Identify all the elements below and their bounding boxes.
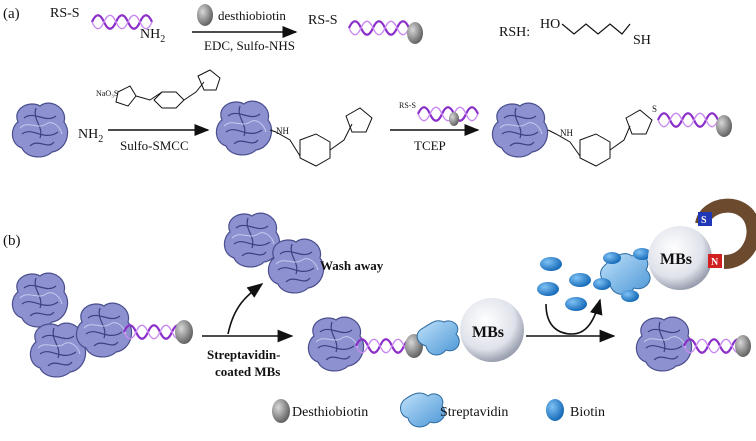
- protein-icon-3: [491, 102, 549, 158]
- nh-amide-label-2: NH: [560, 128, 573, 138]
- succinimide-3: [625, 109, 653, 135]
- legend-desthiobiotin-label: Desthiobiotin: [292, 405, 368, 420]
- amide-bond-3: [547, 129, 581, 157]
- arrow-biotin-in: [545, 298, 603, 335]
- smcc-cyclohexane: [153, 91, 185, 109]
- cyclohexane-3: [579, 133, 611, 167]
- streptavidin-captured-icon: [416, 320, 460, 356]
- dna-strand-4: [656, 112, 720, 128]
- rsh-ho-label: HO: [540, 17, 560, 32]
- biotin-free-3: [537, 282, 559, 296]
- magnet-s-label: S: [701, 215, 707, 226]
- protein-mix-1: [11, 272, 69, 328]
- protein-wash-1: [223, 212, 281, 268]
- legend-streptavidin-icon: [400, 392, 446, 428]
- biotin-bound-4: [621, 290, 639, 302]
- methylene-2: [329, 123, 353, 151]
- desthiobiotin-reagent-icon: [197, 4, 213, 26]
- magnet-icon: [695, 198, 756, 269]
- rs-s-label-1: RS-S: [50, 6, 80, 21]
- biotin-bound-2: [633, 248, 651, 260]
- rs-s-label-2: RS-S: [308, 13, 338, 28]
- biotin-bound-1: [603, 252, 621, 264]
- arrow1-top-label: desthiobiotin: [218, 8, 286, 23]
- rs-s-label-3: RS-S: [399, 101, 416, 110]
- smcc-maleimide: [197, 69, 221, 91]
- protein-wash-2: [267, 238, 325, 294]
- rsh-label: RSH:: [499, 25, 530, 40]
- biotin-free-2: [569, 273, 591, 287]
- naso3-label: NaO₃S: [96, 89, 118, 98]
- desthiobiotin-end-icon-2: [716, 115, 732, 137]
- dna-strand-3: [416, 106, 480, 122]
- dna-strand-2: [347, 20, 411, 36]
- nh2-label-1: NH2: [140, 27, 165, 45]
- legend-streptavidin-label: Streptavidin: [440, 405, 508, 420]
- magnetic-bead-1: [460, 298, 524, 362]
- arrow-wash: [227, 283, 264, 335]
- biotin-bound-3: [593, 278, 611, 290]
- protein-released: [635, 316, 693, 372]
- arrow2-bottom-label: Sulfo-SMCC: [120, 138, 189, 153]
- mbs-label-1: MBs: [472, 324, 504, 341]
- smcc-methylene: [183, 81, 205, 101]
- maleimide-2: [345, 107, 373, 133]
- arrow1-bottom-label: EDC, Sulfo-NHS: [204, 38, 295, 53]
- desthiobiotin-released-icon: [735, 335, 751, 357]
- smcc-succinimide-ring: [115, 85, 137, 107]
- magnetic-bead-2: [648, 226, 712, 290]
- desthiobiotin-small-icon: [449, 112, 459, 126]
- nh2-label-2: NH2: [78, 127, 103, 145]
- panel-b-label: (b): [3, 233, 21, 249]
- biotin-free-1: [540, 257, 562, 271]
- magnet-n-label: N: [711, 257, 719, 268]
- cyclohexane-2: [299, 133, 331, 167]
- smcc-ester-link: [135, 91, 163, 101]
- magnet-s-pole: [698, 212, 712, 226]
- amide-bond: [269, 129, 301, 157]
- legend-biotin-icon: [546, 399, 564, 421]
- arrow3-bottom-label: TCEP: [414, 138, 446, 153]
- biotin-free-4: [565, 297, 587, 311]
- wash-away-label: Wash away: [320, 258, 384, 273]
- panel-a-label: (a): [3, 6, 20, 22]
- protein-captured: [307, 316, 365, 372]
- legend-biotin-label: Biotin: [570, 405, 605, 420]
- s-link-label: S: [652, 104, 657, 114]
- rsh-chain: [561, 23, 631, 35]
- rsh-sh-label: SH: [633, 33, 651, 48]
- magnet-n-pole: [708, 254, 722, 268]
- strep-label-2: coated MBs: [215, 364, 280, 379]
- desthiobiotin-end-icon: [407, 22, 423, 44]
- desthiobiotin-mix-icon: [175, 320, 193, 344]
- strep-label-1: Streptavidin-: [207, 347, 280, 362]
- nh-amide-label: NH: [276, 126, 289, 136]
- methylene-3: [609, 125, 631, 151]
- protein-icon-2: [215, 100, 273, 156]
- protein-icon-1: [11, 102, 69, 158]
- legend-desthiobiotin-icon: [272, 399, 290, 423]
- mbs-label-2: MBs: [660, 251, 692, 268]
